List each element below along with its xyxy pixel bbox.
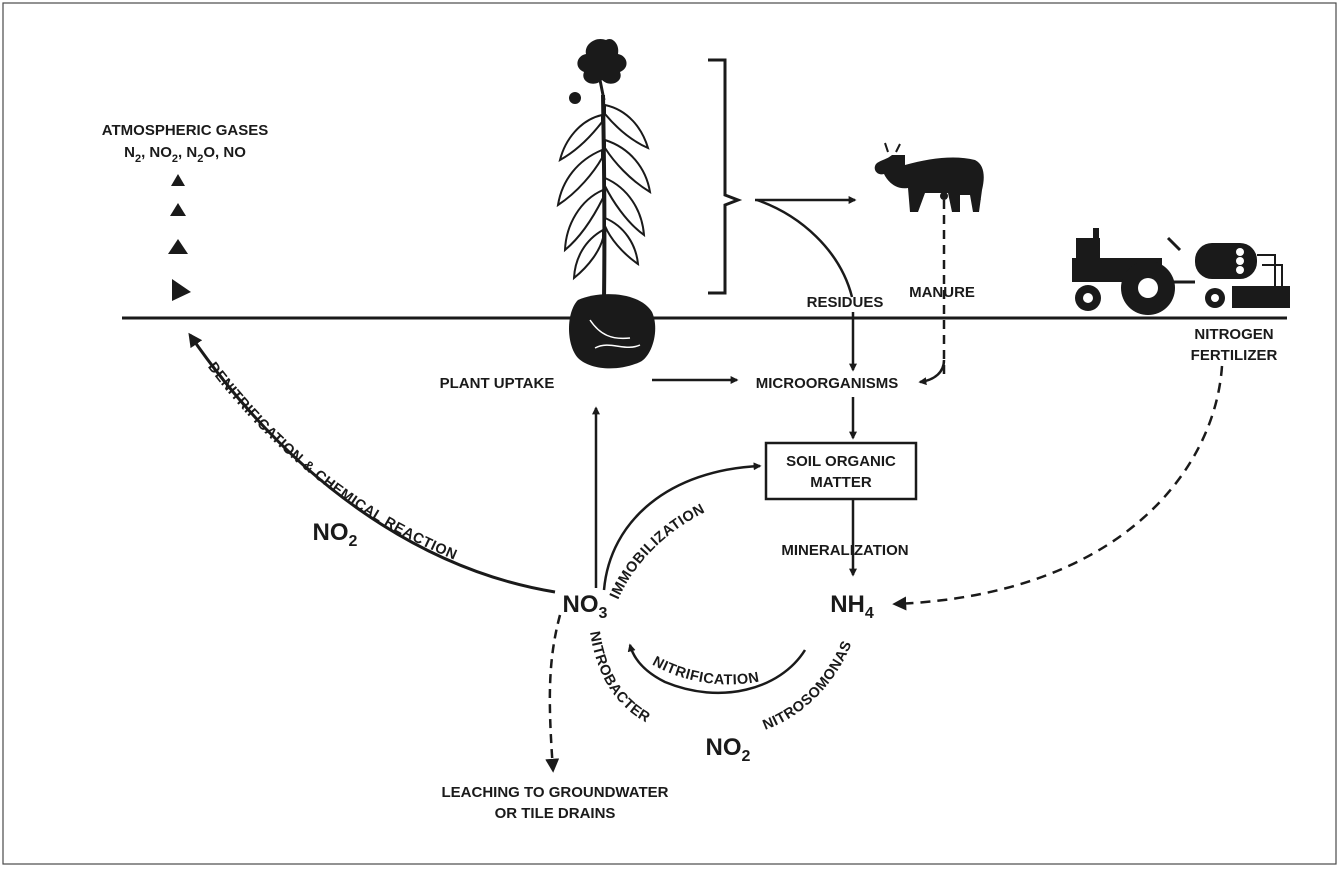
no2-gas-label: NO2 [313, 519, 358, 550]
atmospheric-gases-formula: N2, NO2, N2O, NO [124, 144, 246, 165]
atmospheric-gases-title: ATMOSPHERIC GASES [102, 122, 268, 139]
immobilization-label: IMMOBILIZATION [607, 501, 707, 601]
immobilization-arrow [602, 462, 762, 591]
mineralization-label: MINERALIZATION [781, 542, 908, 559]
fertilizer-label-line2: FERTILIZER [1191, 347, 1278, 364]
nitrification-arrow [627, 643, 807, 695]
plant-uptake-label: PLANT UPTAKE [440, 375, 555, 392]
som-label-line1: SOIL ORGANIC [786, 453, 896, 470]
corn-plant-icon [556, 38, 656, 369]
soil-organic-matter-box [764, 441, 918, 501]
cow-icon [874, 142, 984, 212]
tractor-icon [1072, 228, 1290, 315]
denitrification-arrow [188, 332, 556, 594]
manure-label: MANURE [909, 284, 975, 301]
no2-intermediate-label: NO2 [706, 734, 751, 765]
microorganisms-label: MICROORGANISMS [756, 375, 899, 392]
fertilizer-label-line1: NITROGEN [1194, 326, 1273, 343]
leaching-label-line2: OR TILE DRAINS [495, 805, 616, 822]
nh4-label: NH4 [830, 591, 874, 622]
fertilizer-to-nh4-path [892, 365, 1224, 611]
som-label-line2: MATTER [810, 474, 872, 491]
nitrosomonas-label: NITROSOMONAS [761, 638, 856, 733]
manure-arrow [918, 359, 946, 386]
curve-to-residues [756, 198, 854, 298]
rising-gas-triangles [168, 174, 191, 301]
residues-label: RESIDUES [807, 294, 884, 311]
no3-label: NO3 [563, 591, 608, 622]
plant-bracket [708, 58, 743, 295]
nitrobacter-label: NITROBACTER [586, 630, 653, 726]
leaching-arrow [545, 614, 562, 773]
leaching-label-line1: LEACHING TO GROUNDWATER [442, 784, 669, 801]
